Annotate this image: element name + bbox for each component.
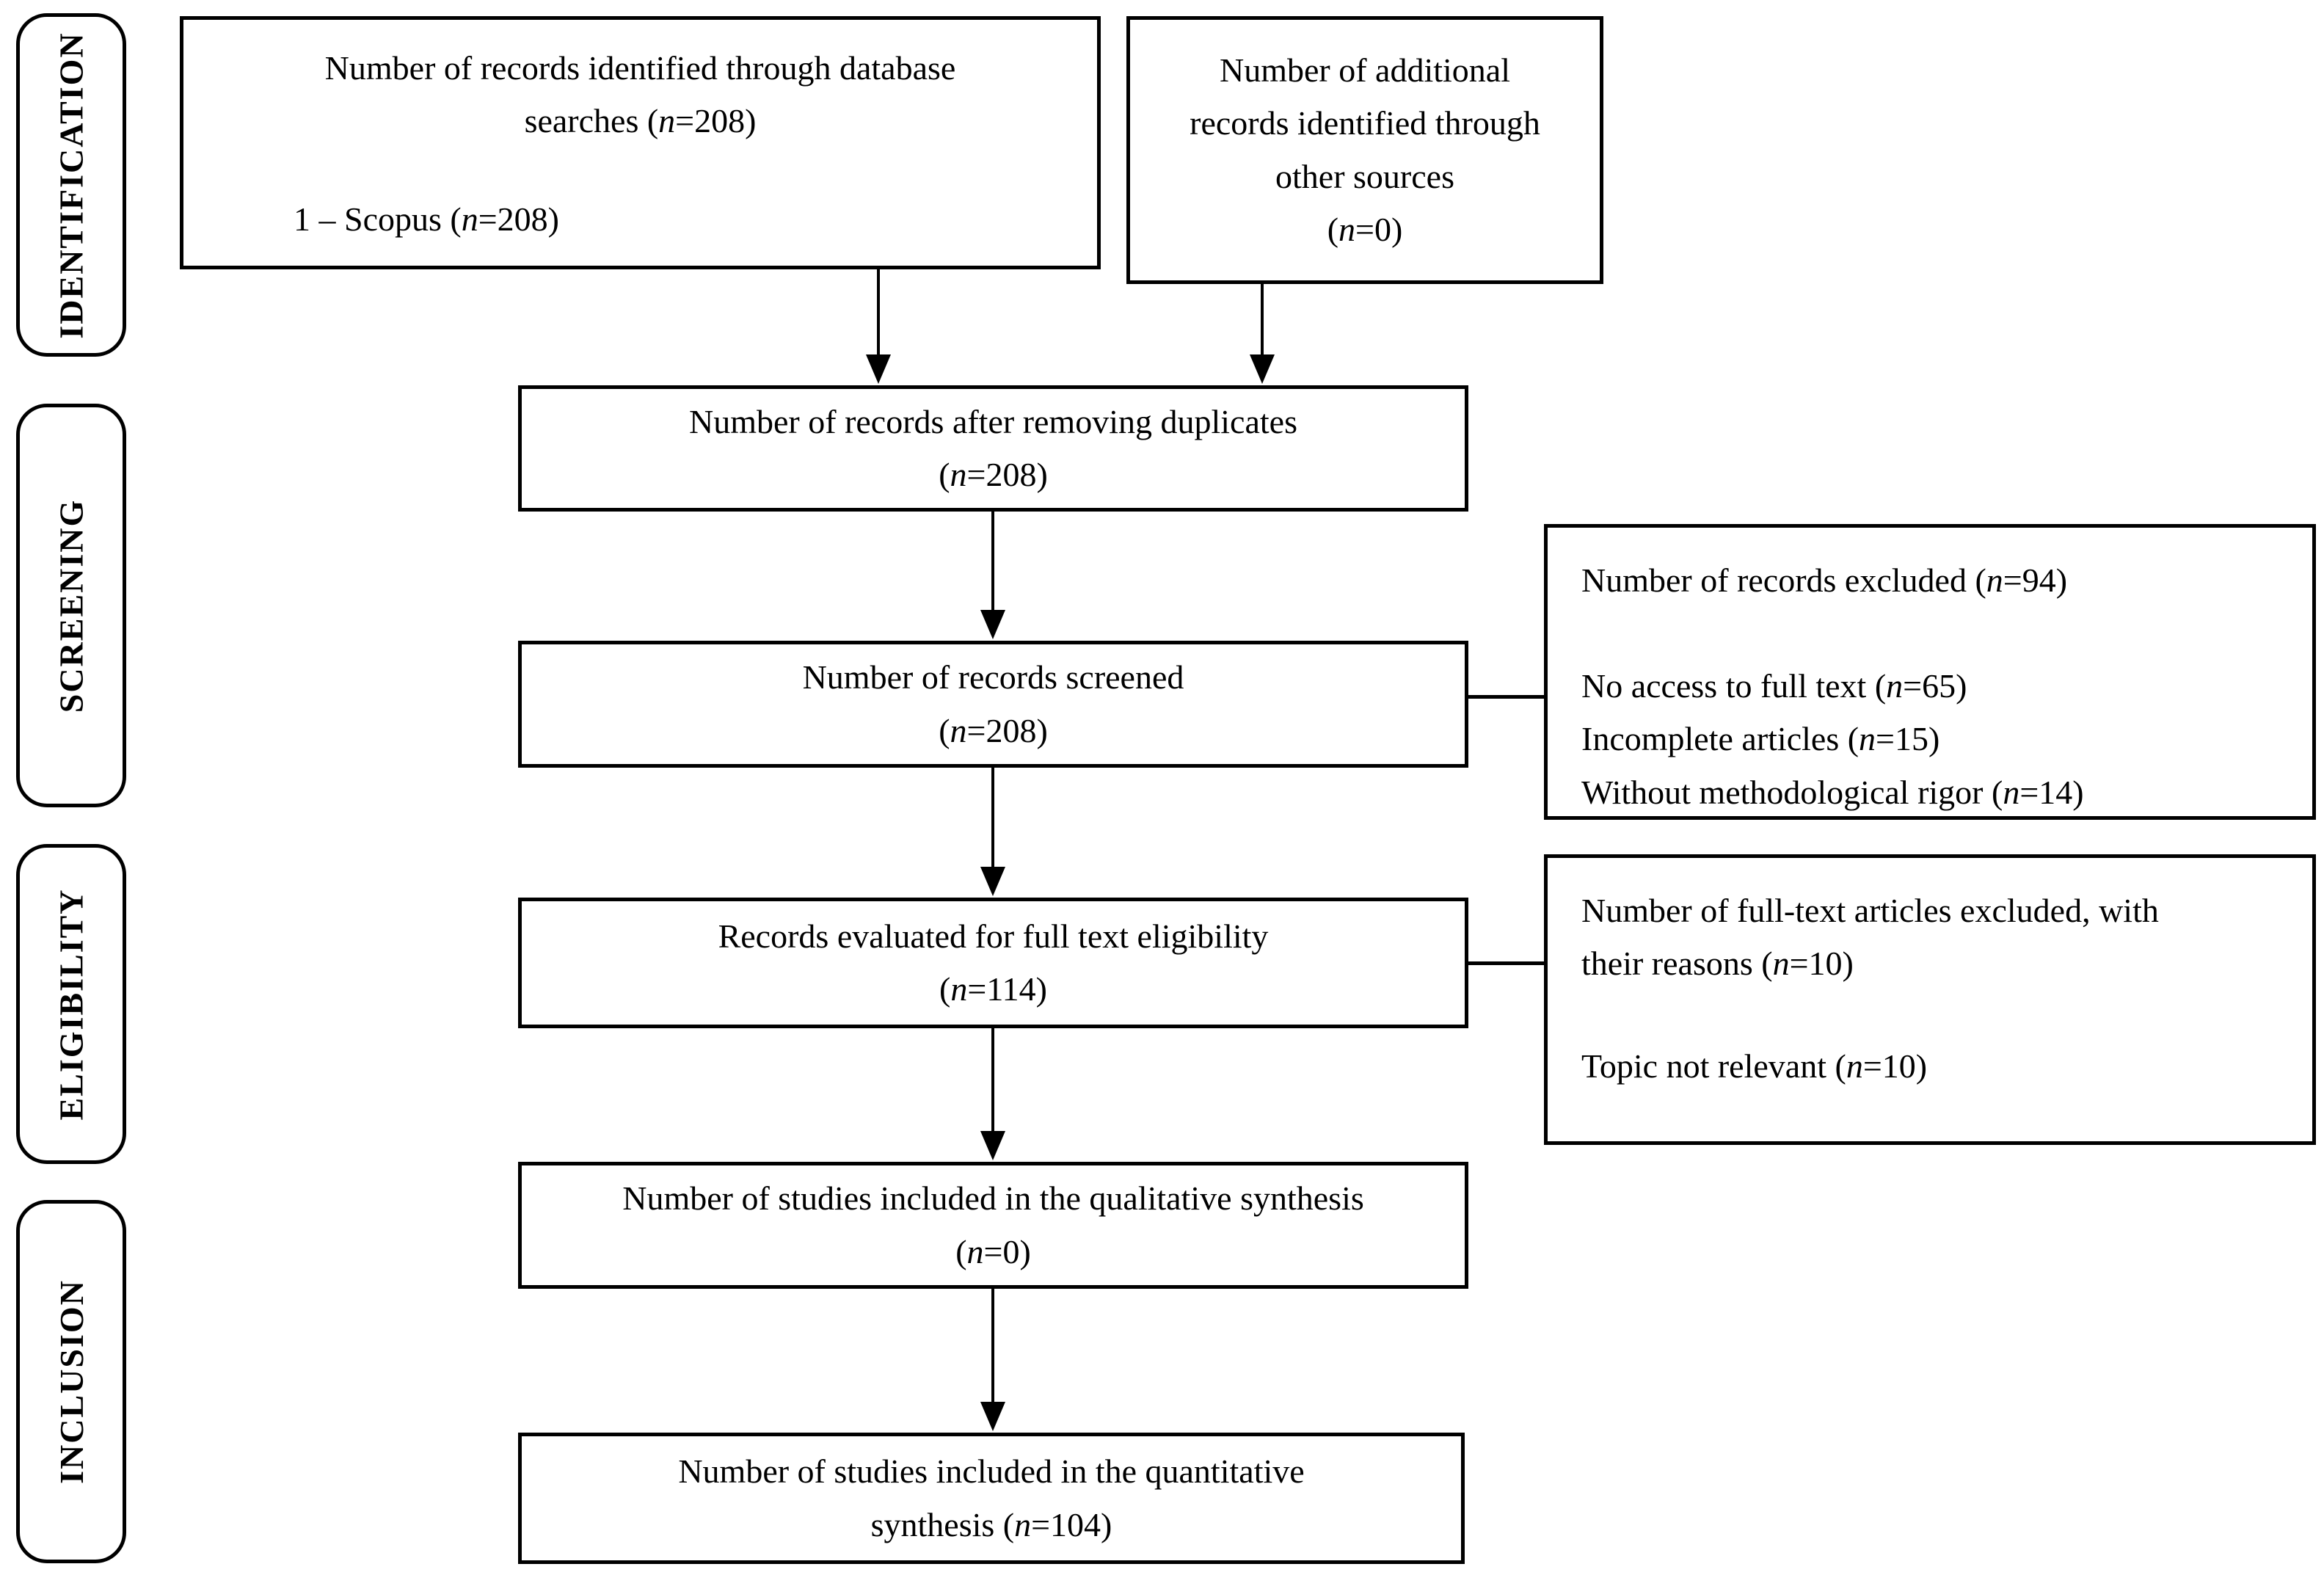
additional-records-line3: other sources bbox=[1275, 157, 1454, 195]
arrow-eligibility-to-qualitative-line bbox=[991, 1028, 994, 1131]
records-screened-line2: (n=208) bbox=[939, 711, 1048, 749]
box-after-duplicates: Number of records after removing duplica… bbox=[518, 385, 1468, 512]
arrow-deduplicated-to-screened-line bbox=[991, 512, 994, 610]
fulltext-excluded-line2: their reasons (n=10) bbox=[1581, 945, 1854, 983]
records-excluded-reason3: Without methodological rigor (n=14) bbox=[1581, 773, 2084, 811]
arrow-identified-to-deduplicated-head bbox=[866, 354, 891, 384]
fulltext-excluded-line1: Number of full-text articles excluded, w… bbox=[1581, 892, 2159, 929]
additional-records-line2: records identified through bbox=[1190, 104, 1540, 142]
records-screened-line1: Number of records screened bbox=[802, 658, 1184, 696]
stage-eligibility: ELIGIBILITY bbox=[16, 844, 126, 1164]
records-excluded-title: Number of records excluded (n=94) bbox=[1581, 561, 2068, 599]
arrow-deduplicated-to-screened-head bbox=[980, 610, 1005, 639]
arrow-additional-to-deduplicated-line bbox=[1261, 284, 1264, 354]
connector-screened-to-excluded bbox=[1466, 695, 1544, 699]
qualitative-synthesis-line1: Number of studies included in the qualit… bbox=[622, 1179, 1364, 1218]
connector-eligibility-to-fulltext-excluded bbox=[1466, 961, 1544, 965]
arrow-additional-to-deduplicated-head bbox=[1250, 354, 1275, 384]
stage-screening-label: SCREENING bbox=[52, 498, 90, 713]
after-duplicates-line1: Number of records after removing duplica… bbox=[689, 402, 1297, 440]
fulltext-excluded-reason: Topic not relevant (n=10) bbox=[1581, 1047, 1928, 1085]
box-additional-records: Number of additional records identified … bbox=[1126, 16, 1603, 284]
quantitative-synthesis-line1: Number of studies included in the quanti… bbox=[678, 1452, 1305, 1491]
stage-identification: IDENTIFICATION bbox=[16, 13, 126, 357]
records-identified-line2: searches (n=208) bbox=[524, 102, 757, 140]
records-excluded-reason1: No access to full text (n=65) bbox=[1581, 667, 1967, 705]
quantitative-synthesis-line2: synthesis (n=104) bbox=[870, 1505, 1112, 1543]
box-fulltext-eligibility: Records evaluated for full text eligibil… bbox=[518, 898, 1468, 1028]
arrow-qualitative-to-quantitative-line bbox=[991, 1289, 994, 1402]
after-duplicates-line2: (n=208) bbox=[939, 456, 1048, 493]
fulltext-eligibility-line1: Records evaluated for full text eligibil… bbox=[718, 917, 1269, 955]
arrow-screened-to-eligibility-head bbox=[980, 867, 1005, 896]
stage-identification-label: IDENTIFICATION bbox=[52, 31, 90, 339]
stage-eligibility-label: ELIGIBILITY bbox=[52, 887, 90, 1121]
stage-screening: SCREENING bbox=[16, 404, 126, 807]
box-records-excluded: Number of records excluded (n=94) No acc… bbox=[1544, 524, 2316, 820]
records-identified-source: 1 – Scopus (n=208) bbox=[294, 200, 559, 239]
box-records-identified: Number of records identified through dat… bbox=[180, 16, 1101, 269]
qualitative-synthesis-line2: (n=0) bbox=[955, 1232, 1031, 1270]
box-qualitative-synthesis: Number of studies included in the qualit… bbox=[518, 1162, 1468, 1289]
box-quantitative-synthesis: Number of studies included in the quanti… bbox=[518, 1433, 1465, 1564]
records-identified-line1: Number of records identified through dat… bbox=[324, 49, 956, 87]
fulltext-eligibility-line2: (n=114) bbox=[939, 970, 1047, 1008]
arrow-qualitative-to-quantitative-head bbox=[980, 1402, 1005, 1431]
box-fulltext-excluded: Number of full-text articles excluded, w… bbox=[1544, 854, 2316, 1145]
box-records-screened: Number of records screened (n=208) bbox=[518, 641, 1468, 768]
arrow-eligibility-to-qualitative-head bbox=[980, 1131, 1005, 1160]
additional-records-line1: Number of additional bbox=[1219, 51, 1510, 90]
stage-inclusion: INCLUSION bbox=[16, 1200, 126, 1563]
records-excluded-reason2: Incomplete articles (n=15) bbox=[1581, 720, 1940, 758]
arrow-screened-to-eligibility-line bbox=[991, 768, 994, 867]
additional-records-line4: (n=0) bbox=[1327, 210, 1403, 248]
stage-inclusion-label: INCLUSION bbox=[52, 1279, 90, 1484]
arrow-identified-to-deduplicated-line bbox=[877, 269, 880, 354]
